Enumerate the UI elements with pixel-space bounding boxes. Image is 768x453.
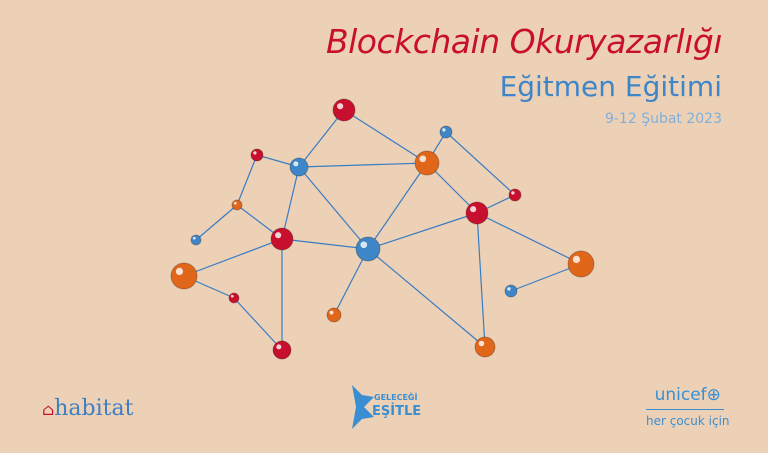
network-node bbox=[332, 98, 356, 122]
star-icon bbox=[352, 385, 374, 429]
network-edge bbox=[476, 212, 486, 348]
network-edge bbox=[298, 109, 345, 168]
network-edge bbox=[445, 131, 516, 196]
subtitle: Eğitmen Eğitimi bbox=[499, 70, 722, 103]
unicef-text: unicef bbox=[654, 385, 707, 405]
network-node bbox=[250, 148, 264, 162]
network-edge bbox=[367, 248, 486, 348]
network-edge bbox=[333, 248, 369, 316]
habitat-text: habitat bbox=[54, 396, 134, 421]
network-node bbox=[355, 236, 381, 262]
network-edge bbox=[476, 212, 582, 265]
network-node bbox=[289, 157, 309, 177]
habitat-logo: ⌂habitat bbox=[42, 396, 133, 421]
network-edge bbox=[233, 297, 283, 351]
title: Blockchain Okuryazarlığı bbox=[326, 22, 723, 61]
network-edge bbox=[343, 109, 428, 164]
network-node bbox=[228, 292, 240, 304]
network-node bbox=[272, 340, 292, 360]
esitle-bottom-text: EŞİTLE bbox=[372, 404, 422, 419]
network-edge bbox=[236, 154, 258, 206]
network-node bbox=[474, 336, 496, 358]
network-edge bbox=[367, 212, 478, 250]
unicef-tagline: her çocuk için bbox=[646, 414, 730, 428]
network-edge bbox=[298, 166, 369, 250]
network-node bbox=[465, 201, 489, 225]
network-edge bbox=[281, 166, 300, 240]
network-edge bbox=[183, 238, 283, 277]
unicef-logo: unicef⊕ her çocuk için bbox=[646, 385, 730, 428]
network-node bbox=[231, 199, 243, 211]
network-node bbox=[439, 125, 453, 139]
network-node bbox=[504, 284, 518, 298]
network-node bbox=[326, 307, 342, 323]
network-edge bbox=[195, 204, 238, 241]
esitle-top-text: GELECEĞİ bbox=[374, 393, 418, 402]
divider bbox=[646, 409, 724, 410]
network-node bbox=[170, 262, 198, 290]
network-edge bbox=[367, 162, 428, 250]
network-node bbox=[567, 250, 595, 278]
house-icon: ⌂ bbox=[42, 400, 55, 419]
event-date: 9-12 Şubat 2023 bbox=[604, 111, 722, 127]
network-edge bbox=[298, 162, 428, 168]
network-node bbox=[414, 150, 440, 176]
network-node bbox=[508, 188, 522, 202]
network-edge bbox=[281, 238, 369, 250]
globe-icon: ⊕ bbox=[706, 385, 721, 405]
network-node bbox=[190, 234, 202, 246]
network-node bbox=[270, 227, 294, 251]
gelecegi-esitle-logo: GELECEĞİ EŞİTLE bbox=[348, 385, 421, 433]
